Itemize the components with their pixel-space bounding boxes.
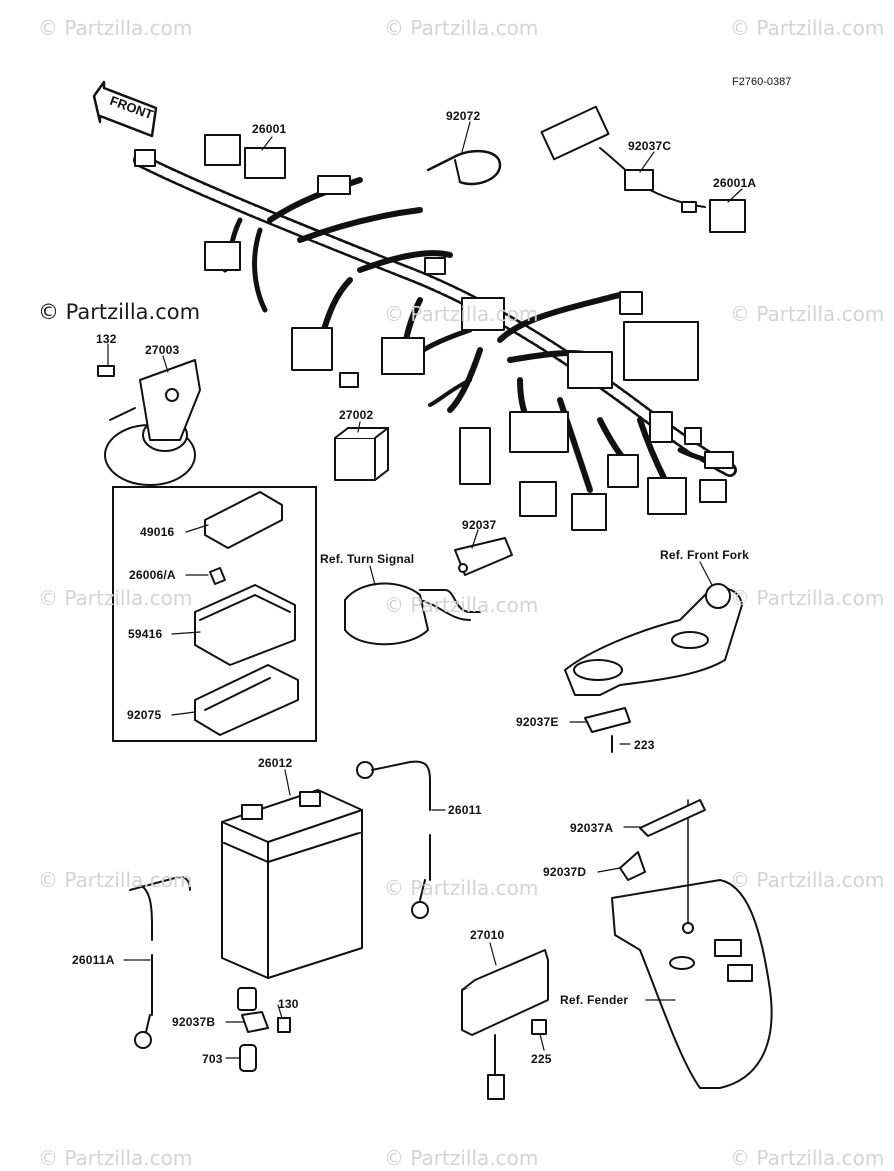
part-label-92037E[interactable]: 92037E: [516, 715, 559, 729]
watermark: © Partzilla.com: [730, 302, 885, 326]
part-label-26006A[interactable]: 26006/A: [129, 568, 176, 582]
rear-fender: [611, 799, 773, 1089]
part-label-27002[interactable]: 27002: [339, 408, 374, 422]
watermark: © Partzilla.com: [384, 1146, 539, 1170]
leader-lines: [107, 121, 743, 1059]
part-label-26001[interactable]: 26001: [252, 122, 287, 136]
watermark: © Partzilla.com: [38, 868, 193, 892]
harness-sub-26001A: [540, 105, 746, 233]
watermark: © Partzilla.com: [38, 586, 193, 610]
watermark: © Partzilla.com: [384, 16, 539, 40]
part-label-92075[interactable]: 92075: [127, 708, 162, 722]
part-label-703[interactable]: 703: [202, 1052, 223, 1066]
part-label-92037C[interactable]: 92037C: [628, 139, 672, 153]
part-label-59416[interactable]: 59416: [128, 627, 163, 641]
figure-code: F2760-0387: [732, 76, 792, 88]
watermark: © Partzilla.com: [730, 1146, 885, 1170]
part-label-132[interactable]: 132: [96, 332, 117, 346]
part-label-130[interactable]: 130: [278, 997, 299, 1011]
part-label-92037D[interactable]: 92037D: [543, 865, 587, 879]
part-label-26012[interactable]: 26012: [258, 756, 293, 770]
part-label-223[interactable]: 223: [634, 738, 655, 752]
relay-27002: [334, 427, 389, 481]
cable-26011A: [129, 876, 191, 1049]
part-label-49016[interactable]: 49016: [140, 525, 175, 539]
part-label-26011[interactable]: 26011: [448, 803, 482, 817]
clamp-92072: [426, 149, 502, 186]
part-label-92037B[interactable]: 92037B: [172, 1015, 216, 1029]
watermark-prominent: © Partzilla.com: [38, 300, 201, 324]
part-label-26011A[interactable]: 26011A: [72, 953, 115, 967]
small-parts-bottom: [237, 987, 291, 1072]
part-label-92037[interactable]: 92037: [462, 518, 497, 532]
module-27010: [461, 949, 549, 1100]
cable-26011: [356, 760, 431, 919]
watermark: © Partzilla.com: [384, 593, 539, 617]
turn-signal: [344, 537, 513, 646]
part-label-225[interactable]: 225: [531, 1052, 552, 1066]
fuse-box-group: [194, 491, 299, 736]
watermark: © Partzilla.com: [730, 868, 885, 892]
ref-label-front-fork[interactable]: Ref. Front Fork: [660, 548, 749, 562]
ref-label-fender[interactable]: Ref. Fender: [560, 993, 629, 1007]
part-label-92072[interactable]: 92072: [446, 109, 481, 123]
part-label-92037A[interactable]: 92037A: [570, 821, 614, 835]
fuse-box-frame: [112, 486, 317, 742]
front-fork-bracket: [564, 583, 743, 753]
watermark: © Partzilla.com: [730, 16, 885, 40]
watermark: © Partzilla.com: [384, 876, 539, 900]
watermark: © Partzilla.com: [384, 302, 539, 326]
harness-connectors: [134, 134, 734, 531]
watermark: © Partzilla.com: [38, 1146, 193, 1170]
part-label-27010[interactable]: 27010: [470, 928, 505, 942]
battery-26012: [221, 789, 363, 979]
part-label-27003[interactable]: 27003: [145, 343, 180, 357]
watermark: © Partzilla.com: [38, 16, 193, 40]
ref-label-turn-signal[interactable]: Ref. Turn Signal: [320, 552, 415, 566]
part-label-26001A[interactable]: 26001A: [713, 176, 757, 190]
horn-27003: [97, 359, 201, 486]
front-arrow: FRONT: [92, 80, 158, 138]
watermark: © Partzilla.com: [730, 586, 885, 610]
